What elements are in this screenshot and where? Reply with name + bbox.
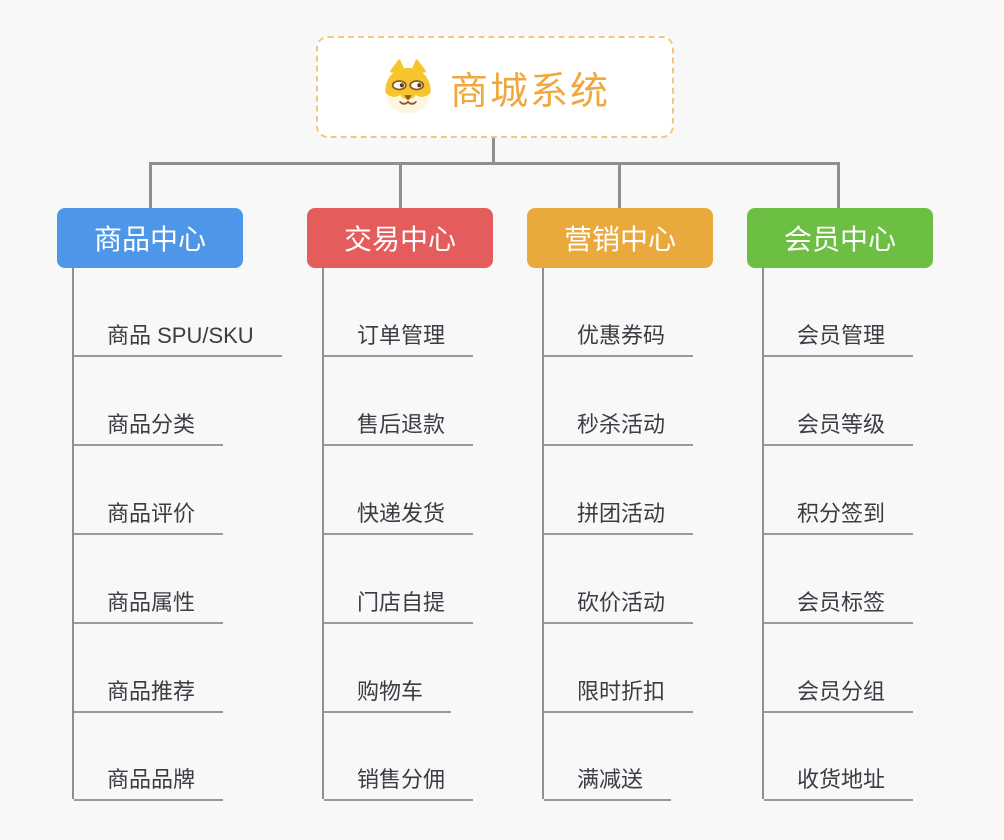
leaf-node[interactable]: 购物车	[324, 677, 452, 713]
connector-stem	[492, 138, 495, 164]
leaf-node[interactable]: 销售分佣	[324, 765, 474, 801]
connector-drop	[837, 162, 840, 208]
leaf-node[interactable]: 优惠券码	[544, 321, 694, 357]
connector-drop	[399, 162, 402, 208]
leaf-node[interactable]: 商品品牌	[74, 765, 224, 801]
root-title: 商城系统	[449, 70, 610, 113]
branch-node-marketing-center[interactable]: 营销中心	[527, 208, 713, 268]
leaf-node[interactable]: 会员等级	[764, 410, 914, 446]
leaf-node[interactable]: 满减送	[544, 765, 672, 801]
connector-bus	[149, 162, 840, 165]
leaf-node[interactable]: 商品分类	[74, 410, 224, 446]
leaf-node[interactable]: 商品 SPU/SKU	[74, 321, 282, 357]
leaf-node[interactable]: 砍价活动	[544, 588, 694, 624]
leaf-node[interactable]: 会员分组	[764, 677, 914, 713]
connector-drop	[149, 162, 152, 208]
leaf-node[interactable]: 限时折扣	[544, 677, 694, 713]
leaf-node[interactable]: 积分签到	[764, 499, 914, 535]
dog-icon	[385, 59, 431, 114]
branch-node-trade-center[interactable]: 交易中心	[307, 208, 493, 268]
leaf-node[interactable]: 售后退款	[324, 410, 474, 446]
leaf-node[interactable]: 拼团活动	[544, 499, 694, 535]
branch-line-trade: 订单管理 售后退款 快递发货 门店自提 购物车 销售分佣	[322, 268, 474, 801]
leaf-node[interactable]: 门店自提	[324, 588, 474, 624]
branch-node-product-center[interactable]: 商品中心	[57, 208, 243, 268]
leaf-node[interactable]: 秒杀活动	[544, 410, 694, 446]
leaf-node[interactable]: 收货地址	[764, 765, 914, 801]
root-node[interactable]: 商城系统	[316, 36, 674, 138]
leaf-node[interactable]: 会员标签	[764, 588, 914, 624]
leaf-node[interactable]: 商品推荐	[74, 677, 224, 713]
branch-line-marketing: 优惠券码 秒杀活动 拼团活动 砍价活动 限时折扣 满减送	[542, 268, 694, 801]
leaf-node[interactable]: 商品属性	[74, 588, 224, 624]
leaf-node[interactable]: 会员管理	[764, 321, 914, 357]
leaf-node[interactable]: 商品评价	[74, 499, 224, 535]
branch-line-product: 商品 SPU/SKU 商品分类 商品评价 商品属性 商品推荐 商品品牌	[72, 268, 282, 801]
leaf-node[interactable]: 订单管理	[324, 321, 474, 357]
connector-drop	[618, 162, 621, 208]
branch-line-member: 会员管理 会员等级 积分签到 会员标签 会员分组 收货地址	[762, 268, 914, 801]
branch-node-member-center[interactable]: 会员中心	[747, 208, 933, 268]
leaf-node[interactable]: 快递发货	[324, 499, 474, 535]
